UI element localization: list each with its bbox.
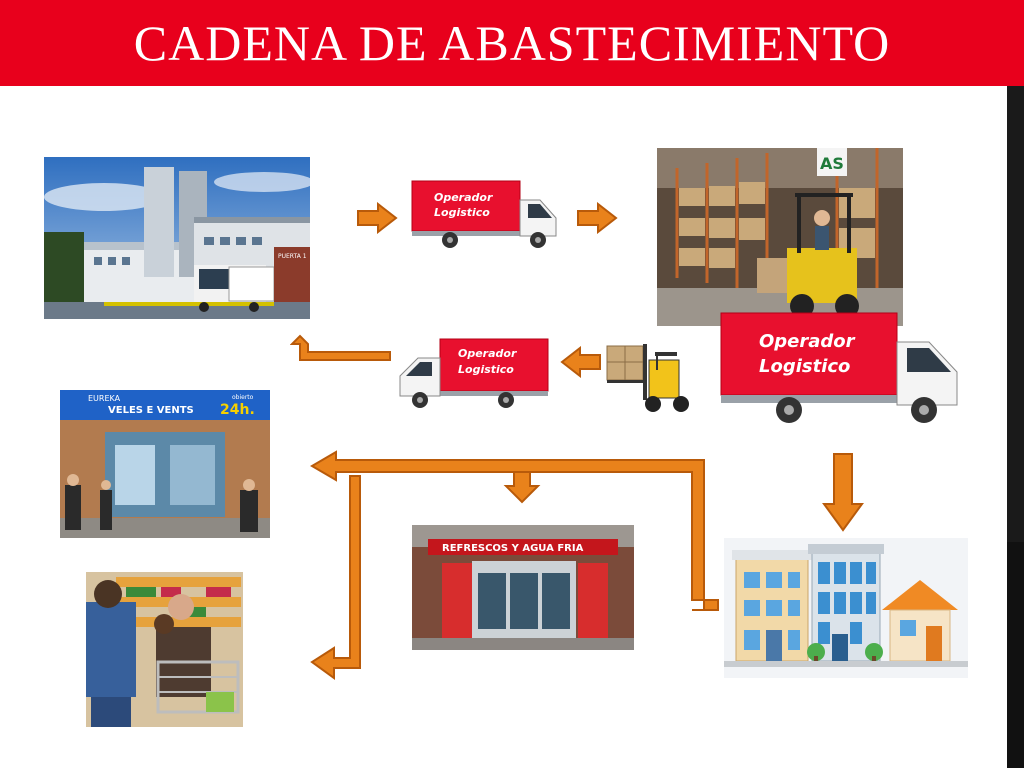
store-name: EUREKA bbox=[88, 394, 121, 403]
truck-middle: Operador Logistico bbox=[399, 338, 549, 408]
kiosk-photo: REFRESCOS Y AGUA FRIA bbox=[412, 525, 634, 650]
distribution-arrows bbox=[310, 450, 719, 680]
right-edge-strip-dark bbox=[1007, 86, 1024, 542]
arrow-icon bbox=[503, 471, 541, 504]
truck-label-line1: Operador bbox=[759, 331, 856, 352]
truck-label-line2: Logistico bbox=[458, 363, 514, 376]
truck-label-line2: Logistico bbox=[759, 356, 850, 377]
page-title: CADENA DE ABASTECIMIENTO bbox=[133, 15, 891, 71]
warehouse-photo: AS bbox=[657, 148, 903, 326]
store-title: VELES E VENTS bbox=[108, 405, 194, 416]
arrow-icon bbox=[310, 450, 719, 611]
factory-gate-sign: PUERTA 1 bbox=[278, 253, 307, 260]
forklift-icon bbox=[606, 344, 689, 412]
arrow-icon bbox=[577, 202, 618, 234]
truck-label-line1: Operador bbox=[434, 191, 493, 204]
kiosk-banner: REFRESCOS Y AGUA FRIA bbox=[442, 543, 584, 554]
truck-label-line2: Logistico bbox=[434, 206, 490, 219]
truck-label-line1: Operador bbox=[458, 347, 517, 360]
store-24h-photo: EUREKA VELES E VENTS obierto 24h. bbox=[60, 390, 270, 538]
store-hours: 24h. bbox=[220, 402, 255, 418]
truck-large: Operador Logistico bbox=[720, 312, 958, 423]
arrow-icon bbox=[310, 475, 361, 680]
buildings-icon bbox=[724, 538, 968, 678]
title-bar bbox=[0, 0, 1024, 86]
warehouse-sign: AS bbox=[820, 154, 844, 173]
arrow-icon bbox=[822, 453, 864, 532]
arrow-icon bbox=[357, 202, 398, 234]
truck-top: Operador Logistico bbox=[411, 180, 557, 248]
arrow-icon bbox=[560, 346, 601, 378]
factory-photo: PUERTA 1 bbox=[44, 157, 310, 319]
supermarket-photo bbox=[86, 572, 243, 727]
arrow-icon bbox=[290, 334, 391, 361]
store-badge: obierto bbox=[232, 394, 254, 401]
